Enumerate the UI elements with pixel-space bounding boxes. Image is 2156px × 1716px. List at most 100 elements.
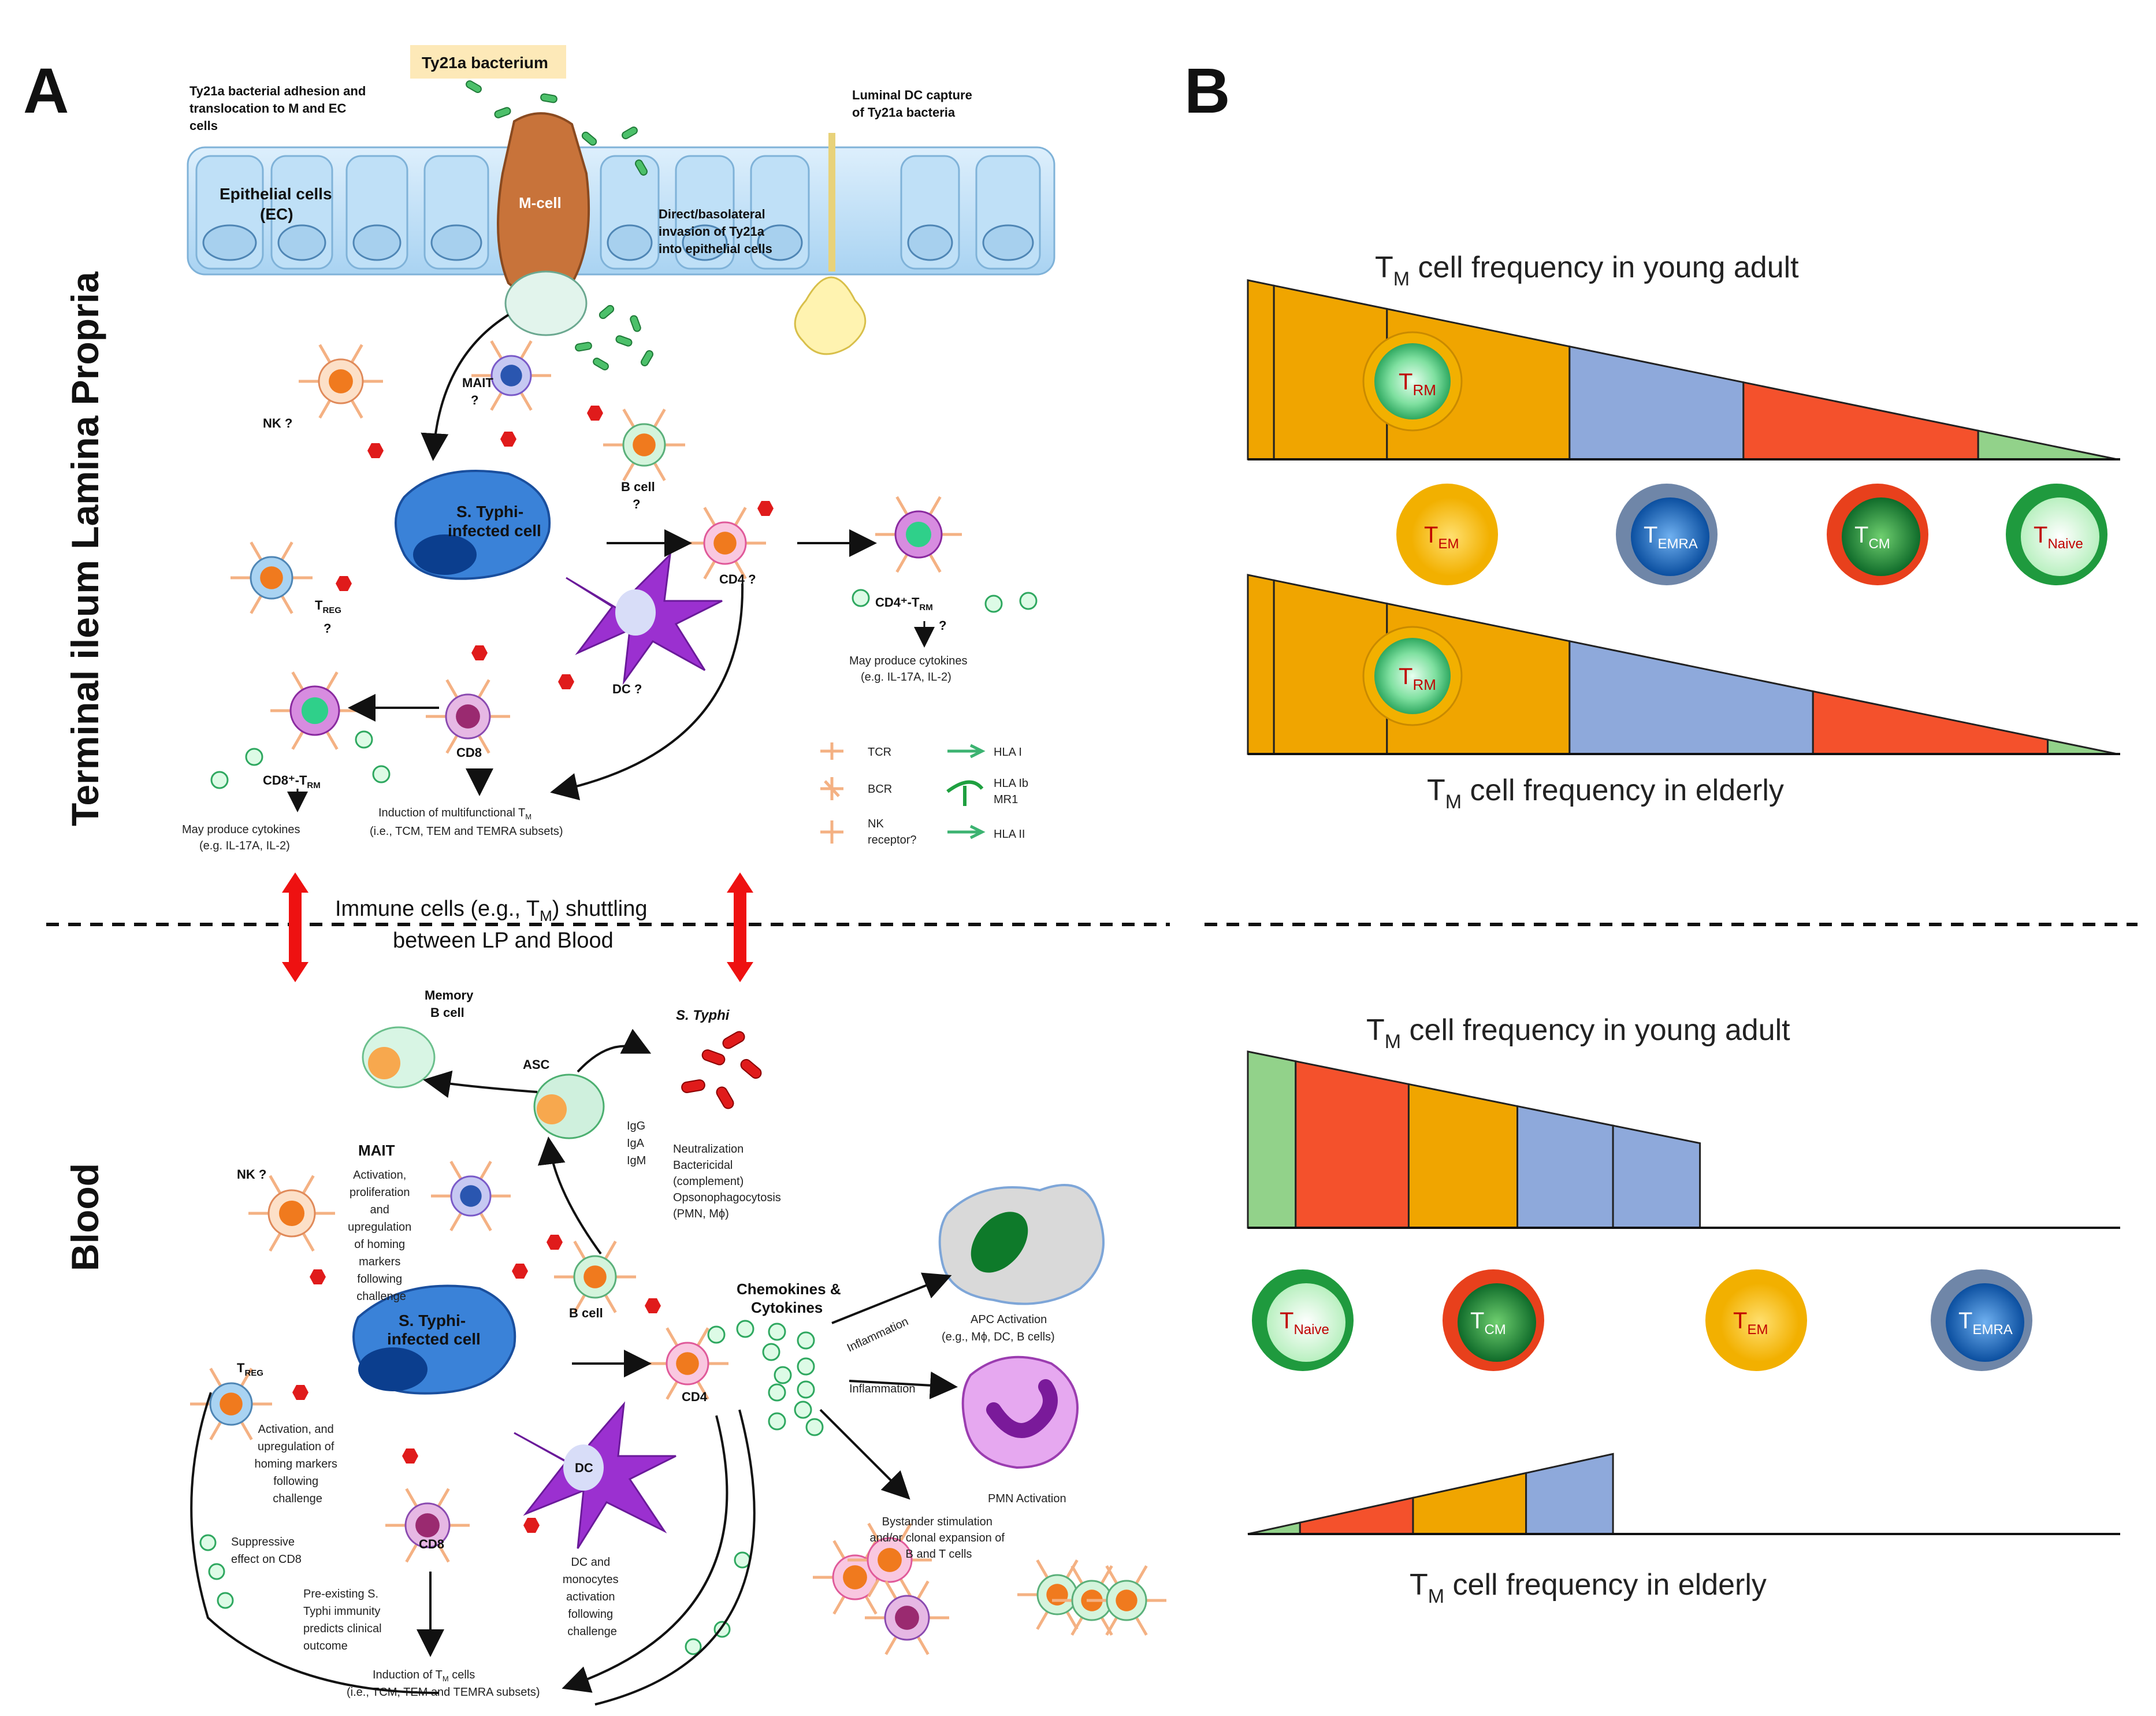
panel-a-letter: A bbox=[23, 55, 69, 127]
blood-infected-nucleus bbox=[358, 1347, 428, 1391]
antigen-blob bbox=[645, 1298, 661, 1313]
frequency-segment bbox=[1247, 1521, 1301, 1535]
lp-induction-1: Induction of multifunctional TM bbox=[378, 807, 531, 821]
lp-cd4-label: CD4 ? bbox=[719, 572, 756, 586]
blood-arrows bbox=[190, 1028, 958, 1706]
cytokine bbox=[734, 1551, 751, 1569]
blood-infected-label-2: infected cell bbox=[387, 1330, 481, 1348]
styphi-rod bbox=[716, 1086, 734, 1109]
temra-cell-icon: TEMRA bbox=[1931, 1269, 2032, 1371]
lp-may-produce-eg-r: (e.g. IL-17A, IL-2) bbox=[861, 671, 951, 684]
lp-bcell-label-1: B cell bbox=[621, 480, 655, 494]
lp-elderly-title: TM cell frequency in elderly bbox=[1427, 774, 1784, 813]
bacterium-rod bbox=[540, 93, 557, 103]
cytokine bbox=[794, 1401, 812, 1419]
bacterium-rod bbox=[630, 315, 641, 332]
luminal-text-1: Luminal DC capture bbox=[852, 88, 972, 102]
side-label-lp: Terminal ileum Lamina Propria bbox=[64, 271, 106, 826]
lp-cd4trm-label: CD4⁺-TRM bbox=[875, 595, 933, 612]
antigen-blob bbox=[523, 1518, 540, 1533]
side-label-blood: Blood bbox=[64, 1163, 106, 1271]
lp-treg-q: ? bbox=[324, 621, 331, 636]
neut-text: Neutralization Bactericidal (complement)… bbox=[673, 1143, 784, 1220]
tnaive-cell-icon: TNaive bbox=[1252, 1269, 1354, 1371]
lp-young-chart: TRM bbox=[1247, 279, 2120, 460]
chemokines-label-2: Cytokines bbox=[751, 1299, 823, 1316]
immune-cell bbox=[299, 344, 383, 419]
legend-hla1b-1: HLA Ib bbox=[994, 777, 1028, 790]
cytokine bbox=[852, 589, 870, 607]
immune-cell bbox=[875, 496, 962, 573]
cytokine bbox=[762, 1343, 780, 1361]
lp-infected-nucleus bbox=[413, 534, 477, 575]
blood-young-chart bbox=[1247, 1050, 2120, 1229]
antigen-blob bbox=[500, 432, 516, 447]
lp-bcell-label-2: ? bbox=[633, 497, 640, 511]
treg-desc: Activation, and upregulation of homing m… bbox=[255, 1423, 341, 1505]
shuttle-arrow-right bbox=[727, 872, 753, 982]
frequency-segment bbox=[1247, 574, 1275, 755]
adhesion-text-1: Ty21a bacterial adhesion and bbox=[189, 84, 366, 98]
immune-cell bbox=[248, 1175, 335, 1252]
lp-cd4trm-q: ? bbox=[939, 618, 946, 633]
cytokine bbox=[768, 1383, 786, 1402]
panel-b-letter: B bbox=[1184, 55, 1230, 127]
shuttle-text-2: between LP and Blood bbox=[393, 928, 614, 953]
cytokine bbox=[768, 1412, 786, 1431]
lp-may-produce-eg: (e.g. IL-17A, IL-2) bbox=[199, 840, 290, 852]
lp-dc-label: DC ? bbox=[612, 682, 642, 696]
memory-b-nucleus bbox=[368, 1047, 400, 1079]
lp-dc-nucleus bbox=[615, 589, 656, 636]
immune-cell bbox=[431, 1160, 511, 1232]
shuttle-text-1: Immune cells (e.g., TM) shuttling bbox=[335, 897, 648, 924]
lp-nk-label: NK ? bbox=[263, 416, 292, 430]
inflammation-1: Inflammation bbox=[845, 1315, 910, 1354]
invasion-text-2: invasion of Ty21a bbox=[659, 224, 765, 239]
apc-label-2: (e.g., Mϕ, DC, B cells) bbox=[942, 1331, 1055, 1343]
immune-cell bbox=[865, 1580, 949, 1655]
bacterium-rod bbox=[599, 304, 615, 320]
frequency-segment bbox=[1612, 1124, 1701, 1229]
blood-nk-label: NK ? bbox=[237, 1167, 266, 1182]
epithelial-nucleus bbox=[202, 224, 257, 261]
asc-nucleus bbox=[537, 1094, 567, 1124]
immune-cell bbox=[471, 340, 551, 411]
m-cell-pocket-cell bbox=[504, 270, 588, 336]
immune-cell bbox=[1017, 1559, 1097, 1630]
bystander-text: Bystander stimulation and/or clonal expa… bbox=[869, 1516, 1008, 1561]
lp-cells bbox=[210, 340, 1038, 789]
cytokine bbox=[797, 1331, 815, 1350]
antigen-blob bbox=[471, 645, 488, 660]
cytokine bbox=[707, 1325, 726, 1344]
lp-treg-label: TREG bbox=[315, 598, 341, 615]
cytokine bbox=[355, 730, 373, 749]
legend-bcr: BCR bbox=[868, 783, 892, 796]
frequency-segment bbox=[1568, 345, 1745, 460]
immune-cell bbox=[270, 671, 359, 750]
luminal-text-2: of Ty21a bacteria bbox=[852, 105, 956, 120]
antigen-blob bbox=[310, 1269, 326, 1284]
tcm-cell-icon: TCM bbox=[1827, 484, 1928, 585]
immune-cell bbox=[847, 1522, 932, 1598]
bacterium-box bbox=[410, 45, 566, 79]
epithelial-nucleus bbox=[430, 224, 482, 261]
lp-cd8-label: CD8 bbox=[456, 745, 482, 760]
immune-cell bbox=[684, 507, 766, 580]
antigen-blob bbox=[336, 576, 352, 591]
frequency-segment bbox=[1412, 1472, 1527, 1535]
pmn-cell bbox=[961, 1355, 1079, 1469]
bacterium-rod bbox=[581, 131, 597, 146]
immune-cell bbox=[190, 1368, 272, 1440]
bacterium-rod bbox=[615, 335, 633, 347]
lp-infected-label-2: infected cell bbox=[448, 522, 541, 540]
epithelial-nucleus bbox=[607, 224, 653, 261]
epithelial-label-2: (EC) bbox=[260, 205, 293, 223]
blood-treg-label: TREG bbox=[237, 1361, 263, 1378]
cytokine bbox=[685, 1638, 702, 1655]
m-cell-label: M-cell bbox=[519, 194, 562, 211]
cytokine bbox=[210, 771, 229, 789]
epithelial-nucleus bbox=[982, 224, 1034, 261]
frequency-segment bbox=[1742, 381, 1979, 460]
